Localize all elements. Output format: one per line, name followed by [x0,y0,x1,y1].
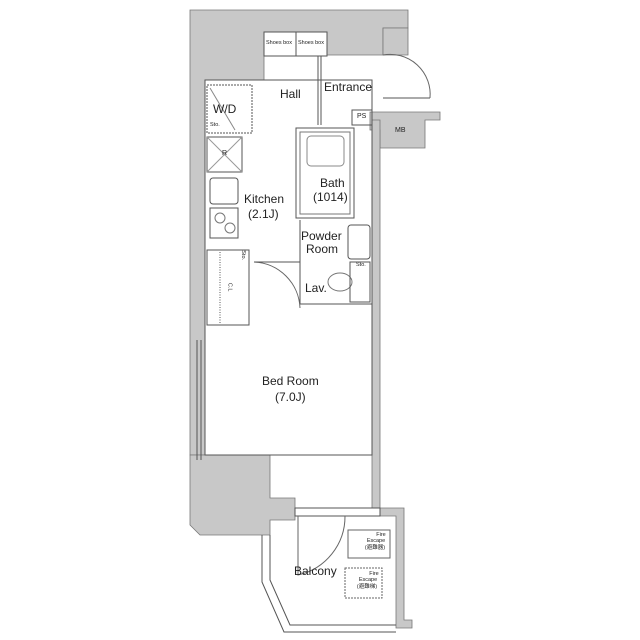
powder-room-label-1: Powder [301,229,342,243]
shoes-box-2-label: Shoes box [298,40,324,46]
fire-escape-2-line3: (避難梯) [356,583,378,590]
storage-small-label: Sto. [240,250,247,261]
structural-walls [189,9,441,629]
lavatory-label: Lav. [305,281,327,295]
balcony-label: Balcony [294,564,337,578]
refrigerator-label: R [222,150,228,157]
fire-escape-2-line1: Fire [369,571,379,577]
wd-storage-label: Sto. [210,122,220,128]
shoes-box-1-label: Shoes box [266,40,292,46]
fire-escape-1-line1: Fire [376,532,386,538]
hall-label: Hall [280,87,301,101]
fire-escape-1: Fire Escape (避難器) [352,532,390,551]
powder-room-label-2: Room [306,242,339,256]
interior-lines [196,31,431,633]
bedroom-label: Bed Room [262,374,319,388]
entrance-label: Entrance [324,80,373,94]
fire-escape-1-line2: Escape [366,538,386,545]
lav-storage-label: Sto. [356,262,366,268]
fire-escape-1-line3: (避難器) [364,544,386,551]
kitchen-label: Kitchen [244,192,285,206]
wd-label: W/D [213,102,237,116]
kitchen-size-label: (2.1J) [248,207,279,221]
fire-escape-2: Fire Escape (避難梯) [347,571,381,590]
fire-escape-2-line2: Escape [358,577,378,584]
ps-label: PS [357,113,367,120]
closet-label: C.L [226,282,233,292]
bath-label: Bath [320,176,345,190]
bath-size-label: (1014) [313,190,348,204]
bedroom-size-label: (7.0J) [275,390,306,404]
mb-label: MB [395,127,406,134]
